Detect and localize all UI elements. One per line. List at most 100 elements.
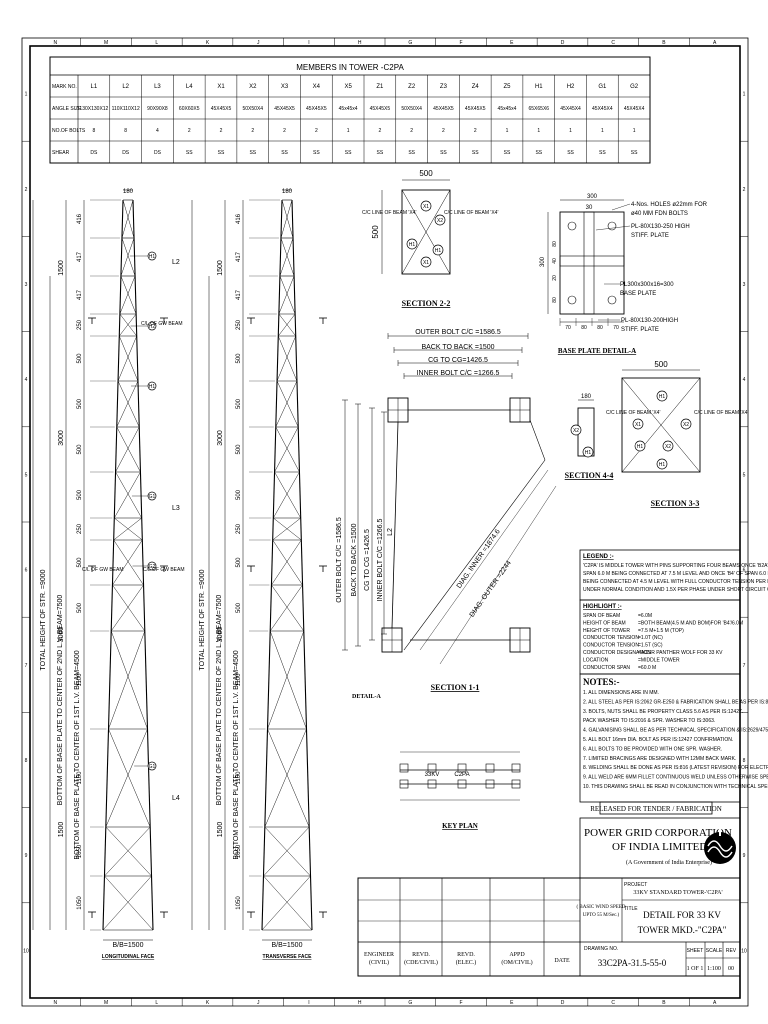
note-line: 2. ALL STEEL AS PER IS:2062 GR-E250 & FA… xyxy=(583,699,768,705)
base-plate-bottom-dim: 70 xyxy=(565,325,571,331)
title-block-text: PROJECT 33KV STANDARD TOWER-'C2PA' ( BAS… xyxy=(364,882,737,972)
highlight-key: CONDUCTOR SPAN xyxy=(583,665,630,671)
key-plan-tower xyxy=(399,763,409,773)
table-cell: 45X45X4 xyxy=(560,106,581,112)
table-cell: 8 xyxy=(92,128,95,134)
table-cell: G1 xyxy=(598,84,607,90)
table-cell: SS xyxy=(345,150,352,156)
note-line: PACK WASHER TO IS:2016 & SPR. WASHER TO … xyxy=(583,718,715,724)
member-mark-circle xyxy=(147,251,157,261)
notes-title: NOTES:- xyxy=(583,677,620,687)
base-plate-note-7: PL-80X130-200HIGH xyxy=(621,318,678,324)
member-mark-label: G2 xyxy=(149,564,156,570)
table-cell: 1 xyxy=(633,128,636,134)
note-line: 4. GALVANISING SHALL BE AS PER TECHNICAL… xyxy=(583,728,768,734)
key-plan-tower xyxy=(457,763,467,773)
member-mark-label: H1 xyxy=(409,242,416,248)
border-number-left: 8 xyxy=(25,758,28,764)
table-cell: H1 xyxy=(535,84,543,90)
tower-bracing xyxy=(105,728,148,828)
highlight-key: CONDUCTOR TENSION xyxy=(583,635,639,641)
drawing-title-1: DETAIL FOR 33 KV xyxy=(643,910,721,920)
table-cell: 65X65X6 xyxy=(528,106,549,112)
table-cell: 45x45x4 xyxy=(339,106,358,112)
base-plate-side-dim: 80 xyxy=(552,297,558,303)
table-cell: 50X50X4 xyxy=(242,106,263,112)
tower-side-dim: 500 xyxy=(236,489,242,500)
tower-side-dim: 250 xyxy=(77,319,83,330)
note-line: 1. ALL DIMENSIONS ARE IN MM. xyxy=(583,690,659,696)
table-cell: SS xyxy=(440,150,447,156)
tower-bracing xyxy=(281,199,294,239)
base-plate-dim-top-2: 30 xyxy=(586,205,593,211)
border-number-left: 5 xyxy=(25,472,28,478)
members-table-grid xyxy=(50,75,650,163)
company-block: POWER GRID CORPORATION OF INDIA LIMITED … xyxy=(579,817,741,879)
border-letter-top: M xyxy=(104,40,108,46)
tower1-beam-label-lower-right: C/L OF GW BEAM xyxy=(143,567,184,573)
border-letter-bottom: I xyxy=(308,1000,309,1006)
tower-bracing xyxy=(278,335,298,382)
tower-bracing xyxy=(111,584,144,632)
highlight-key: LOCATION xyxy=(583,657,609,663)
wind-speed-1: ( BASIC WIND SPEED xyxy=(577,905,626,910)
member-mark-label: G1 xyxy=(149,764,156,770)
table-cell: L3 xyxy=(154,84,161,90)
table-cell: 50X50X4 xyxy=(401,106,422,112)
tower-bracing xyxy=(275,380,298,428)
tower1-brace-label-l3: L3 xyxy=(172,505,180,512)
table-cell: SS xyxy=(599,150,606,156)
member-mark-label: H1 xyxy=(149,384,156,390)
tower-bracing xyxy=(104,826,151,877)
tower-group-dim: 1500 xyxy=(217,822,224,838)
border-number-right: 5 xyxy=(743,472,746,478)
member-mark-circle xyxy=(147,381,157,391)
tower-bracing xyxy=(108,728,151,828)
members-table-title: MEMBERS IN TOWER -C2PA xyxy=(296,63,404,72)
tower-group-dim: 1500 xyxy=(58,822,65,838)
table-cell: Z3 xyxy=(440,84,448,90)
section11-v-cg: CG TO CG =1426.5 xyxy=(364,529,371,591)
table-cell: 60X60X5 xyxy=(179,106,200,112)
section11-inner-bolt: INNER BOLT C/C =1266.5 xyxy=(417,370,500,377)
base-plate-note-1: 4-Nos. HOLES ø22mm FOR xyxy=(631,202,708,208)
plan-diagonal xyxy=(529,419,546,461)
title-block xyxy=(357,877,741,977)
note-line: 5. ALL BOLT 16mm DIA. BOLT AS PER IS:124… xyxy=(583,737,733,743)
section22-dim-top: 500 xyxy=(419,169,433,178)
tower1-top-dim: 180 xyxy=(123,189,134,195)
base-plate-side-dim: 80 xyxy=(552,241,558,247)
tower-bracing xyxy=(117,380,140,428)
table-cell: X1 xyxy=(217,84,225,90)
member-mark-label: H1 xyxy=(659,394,666,400)
section22-beam-left: C/C LINE OF BEAM 'X4' xyxy=(362,210,416,216)
base-plate-note-4: STIFF. PLATE xyxy=(631,233,669,239)
member-mark-label: H1 xyxy=(149,254,156,260)
tower-bracing xyxy=(113,517,142,541)
legend-line: BEING CONNECTED AT 4.5 M LEVEL WITH FULL… xyxy=(583,579,768,585)
sheet-value: 1 OF 1 xyxy=(687,966,704,972)
tower-side-dim: 1100 xyxy=(77,673,83,687)
tower-bracing xyxy=(274,471,301,519)
table-cell: SS xyxy=(218,150,225,156)
tower-group-dim: 1500 xyxy=(217,260,224,276)
scale-value: 1:100 xyxy=(707,966,721,972)
tower-side-dim: 1050 xyxy=(77,844,83,858)
table-cell: 45X45X5 xyxy=(274,106,295,112)
table-cell: 45x45x4 xyxy=(498,106,517,112)
table-row-header: ANGLE SIZE xyxy=(52,106,82,112)
drawing-number: 33C2PA-31.5-55-0 xyxy=(598,958,667,968)
tower-bracing xyxy=(112,584,145,632)
key-plan-caption: KEY PLAN xyxy=(442,822,478,830)
table-cell: 8 xyxy=(124,128,127,134)
highlight-title: HIGHLIGHT :- xyxy=(583,604,622,610)
tower-side-dim: 500 xyxy=(77,444,83,455)
tower-side-dim: 500 xyxy=(236,444,242,455)
tower2-vert-label-2: BOTTOM OF BASE PLATE TO CENTER OF 2ND L.… xyxy=(216,595,223,806)
tower-group-dim: 1500 xyxy=(58,260,65,276)
highlight-key: HEIGHT OF BEAM xyxy=(583,620,626,626)
tower-side-dim: 417 xyxy=(77,289,83,300)
